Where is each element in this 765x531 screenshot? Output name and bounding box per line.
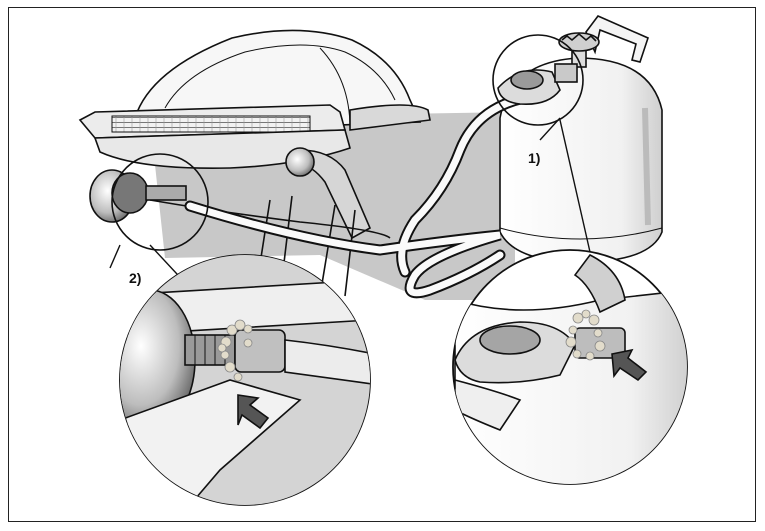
magnified-tank-connection [452, 249, 688, 485]
regulator [497, 63, 578, 106]
hose [184, 89, 551, 299]
soap-bubbles-tank [565, 309, 606, 361]
leader-lines [109, 117, 591, 289]
pointer-arrow-grill [237, 394, 270, 430]
callout-label-2: 2) [129, 270, 142, 286]
callout-label-1: 1) [528, 150, 541, 166]
propane-tank [499, 15, 663, 263]
detail-ring-grill [111, 153, 209, 251]
magnified-grill-connection [119, 254, 371, 506]
pointer-arrow-tank [611, 348, 648, 382]
illustration-frame [8, 7, 756, 522]
barbecue-grill [78, 29, 431, 297]
detail-ring-tank [492, 34, 584, 126]
soap-bubbles-grill [217, 319, 253, 382]
